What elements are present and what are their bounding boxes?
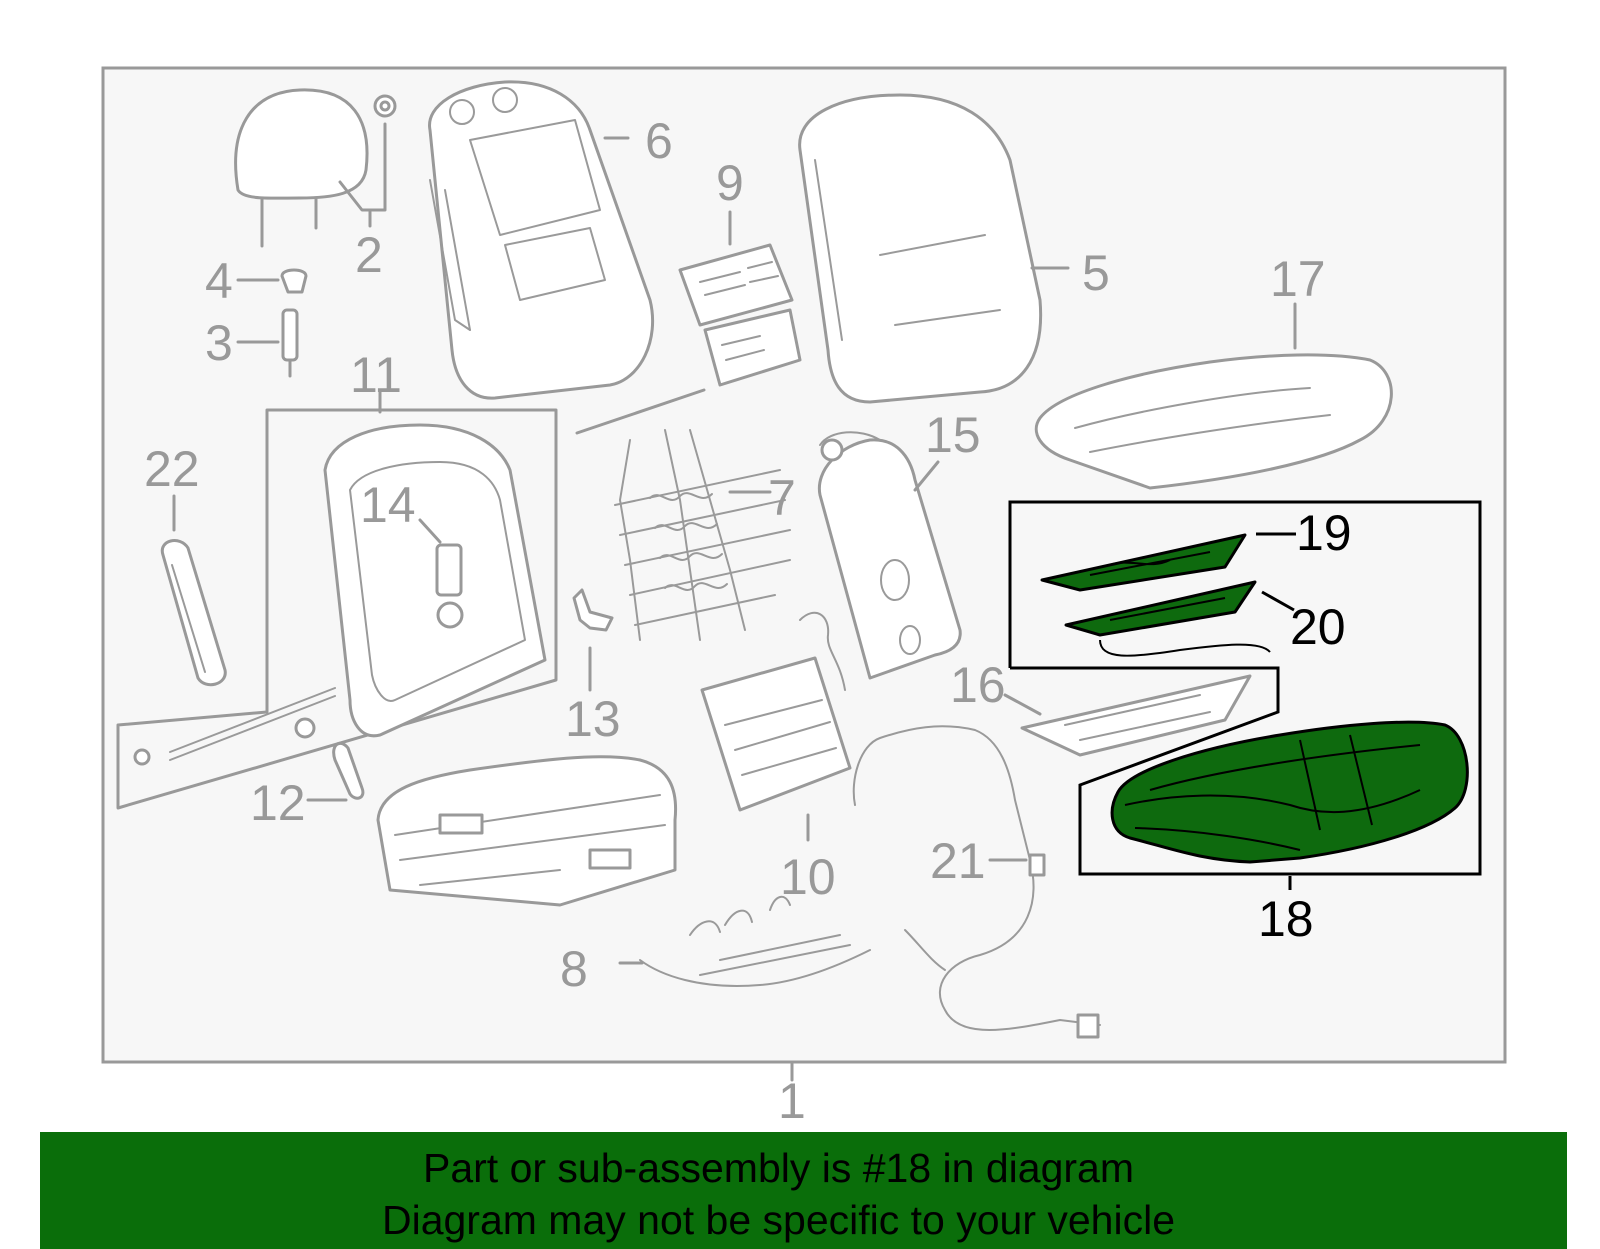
callout-19: 19 — [1296, 505, 1352, 561]
part-wire-harness-lower — [618, 895, 871, 987]
banner-line-2: Diagram may not be specific to your vehi… — [381, 1197, 1175, 1243]
part-lumbar-plates — [678, 210, 802, 387]
callout-15: 15 — [925, 407, 981, 463]
part-cushion-cover — [1034, 302, 1393, 490]
part-control-module — [700, 611, 852, 842]
part-back-cushion — [798, 93, 1070, 404]
callout-8: 8 — [560, 941, 588, 997]
callout-9: 9 — [716, 155, 744, 211]
highlight-box-18 — [1008, 500, 1482, 890]
part-lever — [306, 741, 365, 802]
callout-18: 18 — [1258, 891, 1314, 947]
callout-2: 2 — [355, 227, 383, 283]
info-banner: Part or sub-assembly is #18 in diagram D… — [40, 1132, 1567, 1249]
callout-14: 14 — [360, 477, 416, 533]
seat-parts-diagram: 2 3 4 5 6 7 8 9 10 11 12 13 14 15 16 17 … — [101, 66, 1507, 1129]
banner-line-1: Part or sub-assembly is #18 in diagram — [423, 1145, 1134, 1191]
callout-4: 4 — [205, 253, 233, 309]
callout-20: 20 — [1290, 599, 1346, 655]
part-spring-mat — [575, 388, 791, 641]
callout-16: 16 — [950, 657, 1006, 713]
callout-13: 13 — [565, 691, 621, 747]
part-back-frame-group — [116, 390, 558, 810]
callout-10: 10 — [780, 849, 836, 905]
part-seat-base — [376, 755, 678, 907]
callout-12: 12 — [250, 775, 306, 831]
part-back-panel — [428, 80, 655, 400]
part-tray — [1003, 674, 1252, 757]
part-headrest — [234, 88, 397, 248]
part-wire-harness-main — [852, 725, 1101, 1039]
part-guide-tube — [236, 308, 299, 378]
callout-22: 22 — [144, 441, 200, 497]
callout-7: 7 — [768, 470, 796, 526]
callout-17: 17 — [1270, 251, 1326, 307]
callout-11: 11 — [350, 347, 402, 403]
part-20-mat-lower — [1064, 580, 1295, 657]
part-side-panel — [817, 431, 962, 680]
callout-1: 1 — [778, 1073, 806, 1129]
part-19-mat-upper — [1040, 532, 1296, 592]
part-hook — [572, 588, 614, 692]
callout-6: 6 — [645, 113, 673, 169]
callout-21: 21 — [930, 833, 986, 889]
part-side-trim — [160, 494, 227, 687]
callout-5: 5 — [1082, 245, 1110, 301]
part-18-seat-cushion[interactable] — [1110, 720, 1469, 864]
callout-3: 3 — [205, 315, 233, 371]
part-guide-small — [236, 268, 308, 294]
